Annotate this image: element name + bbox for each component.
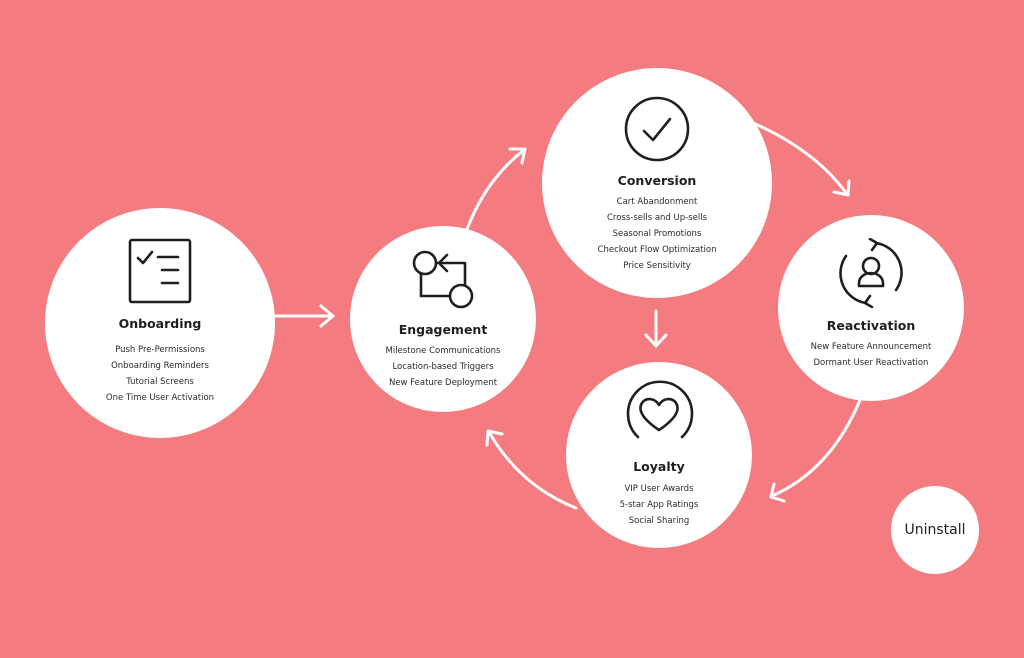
node-item-list: VIP User Awards 5-star App Ratings Socia… [620, 481, 699, 529]
node-title: Loyalty [633, 459, 685, 474]
node-title: Onboarding [118, 316, 202, 331]
edge-onboarding-engagement [274, 304, 335, 328]
node-item: Tutorial Screens [126, 377, 194, 387]
node-item: Onboarding Reminders [111, 361, 209, 371]
node-conversion: Conversion Cart Abandonment Cross-sells … [542, 68, 772, 298]
edge-reactivation-loyalty [769, 398, 862, 503]
node-item: One Time User Activation [105, 393, 215, 403]
edge-conversion-loyalty [644, 309, 668, 348]
node-title: Reactivation [826, 318, 916, 333]
node-loyalty: Loyalty VIP User Awards 5-star App Ratin… [566, 362, 752, 548]
edge-loyalty-engagement [485, 429, 578, 510]
node-item: Price Sensitivity [623, 261, 691, 271]
checkmark-circle-icon [624, 96, 690, 162]
node-item: Push Pre-Permissions [115, 345, 205, 355]
node-item: Location-based Triggers [392, 362, 494, 372]
node-item: Dormant User Reactivation [813, 358, 929, 368]
heart-circle-icon [626, 380, 694, 439]
node-item-list: Push Pre-Permissions Onboarding Reminder… [106, 342, 214, 406]
node-title: Engagement [398, 322, 488, 337]
node-item: Checkout Flow Optimization [597, 245, 717, 255]
user-refresh-icon [839, 238, 903, 308]
node-item: Cross-sells and Up-sells [606, 213, 708, 223]
node-title: Uninstall [904, 522, 966, 538]
node-item: Milestone Communications [385, 346, 501, 356]
node-item: Cart Abandonment [616, 197, 698, 207]
node-uninstall: Uninstall [891, 486, 979, 574]
node-item-list: Milestone Communications Location-based … [386, 343, 501, 391]
edge-conversion-reactivation [751, 121, 851, 197]
node-item: 5-star App Ratings [619, 500, 699, 510]
cycle-flow-icon [412, 250, 474, 309]
edge-engagement-conversion [464, 147, 527, 234]
node-item: Seasonal Promotions [612, 229, 702, 239]
node-engagement: Engagement Milestone Communications Loca… [350, 226, 536, 412]
node-onboarding: Onboarding Push Pre-Permissions Onboardi… [45, 208, 275, 438]
node-item: New Feature Announcement [810, 342, 932, 352]
node-item-list: Cart Abandonment Cross-sells and Up-sell… [598, 194, 717, 274]
checklist-icon [128, 238, 192, 304]
node-item-list: New Feature Announcement Dormant User Re… [811, 339, 932, 371]
node-item: New Feature Deployment [388, 378, 498, 388]
node-item: VIP User Awards [624, 484, 694, 494]
node-reactivation: Reactivation New Feature Announcement Do… [778, 215, 964, 401]
node-item: Social Sharing [628, 516, 690, 526]
node-title: Conversion [617, 173, 697, 188]
